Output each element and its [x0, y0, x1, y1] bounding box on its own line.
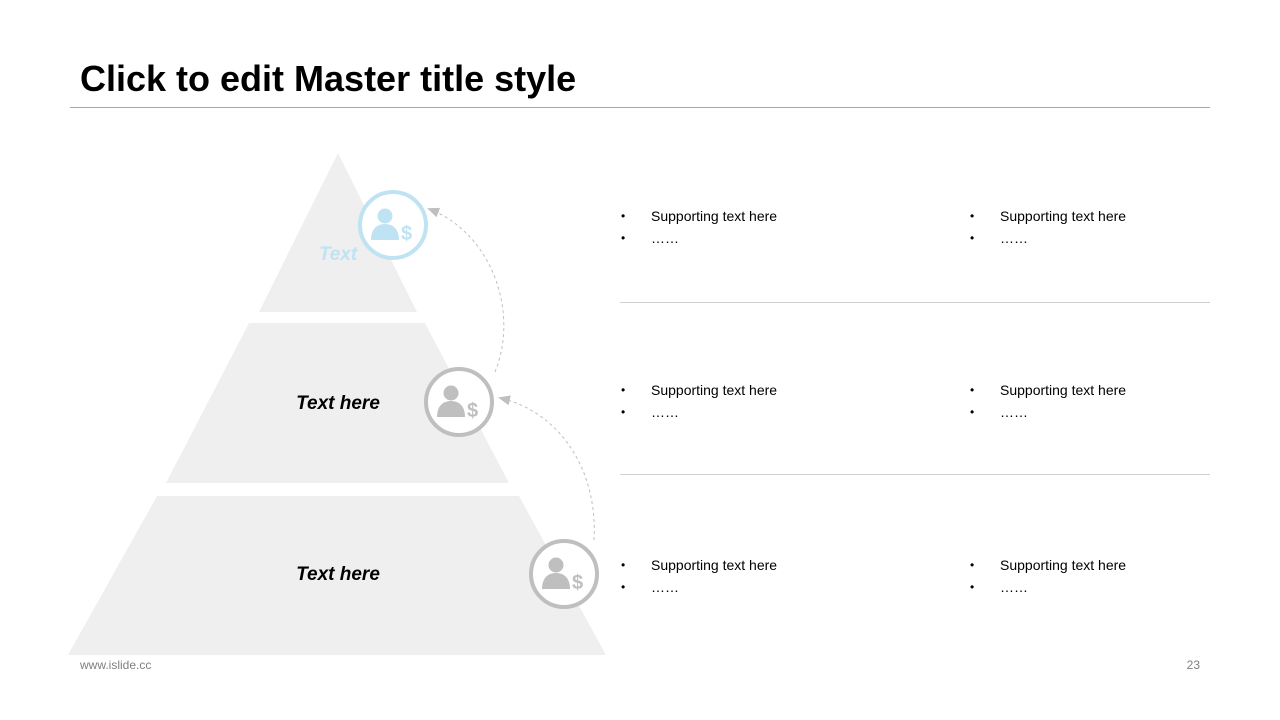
row-2-left-list[interactable]: Supporting text here ……: [621, 379, 921, 423]
list-item: Supporting text here: [621, 554, 921, 576]
list-item: Supporting text here: [970, 379, 1270, 401]
row-divider: [620, 474, 1210, 475]
list-item: ……: [970, 576, 1270, 598]
list-item: Supporting text here: [621, 379, 921, 401]
row-1-right-list[interactable]: Supporting text here ……: [970, 205, 1270, 249]
list-item: ……: [621, 576, 921, 598]
pyramid-tier-bottom[interactable]: [68, 496, 606, 655]
pyramid-tier-middle[interactable]: [166, 323, 509, 483]
svg-text:$: $: [572, 572, 583, 594]
slide-title[interactable]: Click to edit Master title style: [80, 58, 577, 99]
arrow-middle-to-top: [427, 207, 505, 373]
row-2-right-list[interactable]: Supporting text here ……: [970, 379, 1270, 423]
svg-text:$: $: [401, 223, 412, 245]
businessman-dollar-icon: $: [424, 367, 494, 437]
list-item: Supporting text here: [970, 554, 1270, 576]
page-number: 23: [1186, 658, 1200, 672]
svg-text:$: $: [467, 400, 478, 422]
title-divider: [70, 107, 1210, 108]
tier-label-middle[interactable]: Text here: [296, 393, 380, 414]
row-3-right-list[interactable]: Supporting text here ……: [970, 554, 1270, 598]
footer-url: www.islide.cc: [80, 658, 152, 672]
row-3-left-list[interactable]: Supporting text here ……: [621, 554, 921, 598]
businessman-dollar-icon: $: [529, 539, 599, 609]
list-item: ……: [621, 401, 921, 423]
list-item: Supporting text here: [970, 205, 1270, 227]
businessman-dollar-icon: $: [358, 190, 428, 260]
arrow-bottom-to-middle: [498, 395, 595, 541]
list-item: ……: [621, 227, 921, 249]
pyramid-tier-top[interactable]: [259, 153, 417, 312]
list-item: ……: [970, 227, 1270, 249]
list-item: Supporting text here: [621, 205, 921, 227]
list-item: ……: [970, 401, 1270, 423]
tier-label-top[interactable]: Text: [318, 244, 358, 265]
row-divider: [620, 302, 1210, 303]
tier-label-bottom[interactable]: Text here: [296, 564, 380, 585]
row-1-left-list[interactable]: Supporting text here ……: [621, 205, 921, 249]
